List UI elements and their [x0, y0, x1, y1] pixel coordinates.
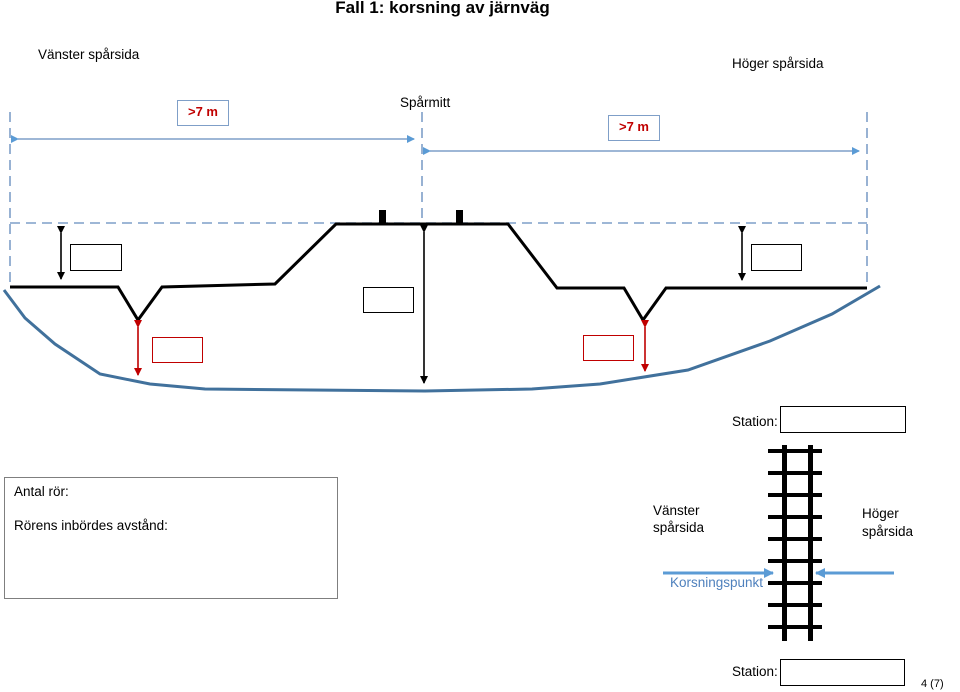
pipe-spacing-label: Rörens inbördes avstånd: [14, 518, 168, 533]
left-ditch-depth-box[interactable] [152, 337, 203, 363]
left-distance-label: >7 m [177, 100, 229, 126]
ground-line [2, 284, 881, 393]
pipe-count-label: Antal rör: [14, 484, 69, 499]
left-side-label: Vänster spårsida [38, 47, 140, 62]
right-depth-value-box[interactable] [751, 244, 802, 271]
station-field-top[interactable] [780, 406, 906, 433]
track-center-label: Spårmitt [400, 95, 451, 110]
embankment-profile [10, 222, 867, 323]
right-distance-label: >7 m [608, 115, 660, 141]
plan-left-label-line2: spårsida [653, 520, 705, 535]
page-title: Fall 1: korsning av järnväg [335, 0, 550, 17]
track-sleepers [768, 449, 822, 629]
right-side-label: Höger spårsida [732, 56, 824, 71]
distance-arrows [11, 135, 860, 155]
pipe-info-box [4, 477, 338, 599]
depth-arrows-red [134, 320, 649, 376]
page-number: 4 (7) [921, 678, 944, 690]
rail-right-icon [456, 210, 463, 224]
station-field-bottom[interactable] [780, 659, 905, 686]
railway-track-icon [768, 445, 822, 641]
left-depth-value-box[interactable] [70, 244, 122, 271]
right-ditch-depth-box[interactable] [583, 335, 634, 361]
station-label-bottom: Station: [732, 664, 778, 679]
plan-left-label-line1: Vänster [653, 503, 700, 518]
plan-right-label-line1: Höger [862, 506, 899, 521]
station-label-top: Station: [732, 414, 778, 429]
rail-left-icon [379, 210, 386, 224]
center-depth-value-box[interactable] [363, 287, 414, 313]
depth-arrows-black [57, 225, 746, 384]
plan-right-label-line2: spårsida [862, 524, 914, 539]
vertical-guides [9, 112, 868, 288]
crossing-point-label: Korsningspunkt [670, 575, 764, 590]
